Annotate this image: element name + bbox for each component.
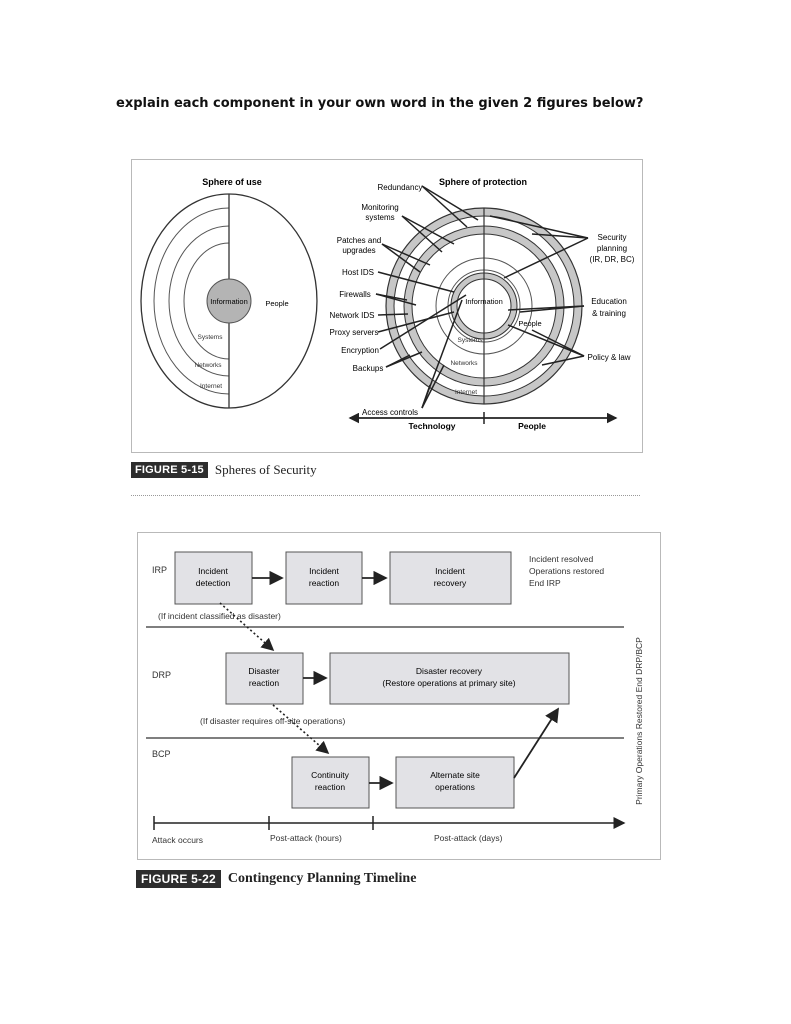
- figure-contingency-timeline: IRP DRP BCP Incident detection Incident …: [137, 532, 661, 860]
- security-planning-label-1: Security: [598, 233, 627, 242]
- if-disaster-note: (If incident classified as disaster): [158, 611, 281, 621]
- disaster-reaction-label-2: reaction: [249, 678, 280, 688]
- security-planning-label-2: planning: [597, 244, 627, 253]
- disaster-recovery-label-1: Disaster recovery: [416, 666, 483, 676]
- policy-law-label: Policy & law: [587, 353, 630, 362]
- post-attack-days-label: Post-attack (days): [434, 833, 503, 843]
- use-information-label: Information: [210, 297, 248, 306]
- figure-number: FIGURE 5-15: [131, 462, 208, 478]
- continuity-reaction-label-2: reaction: [315, 782, 346, 792]
- incident-detection-label-2: detection: [196, 578, 231, 588]
- post-attack-hours-label: Post-attack (hours): [270, 833, 342, 843]
- sphere-of-use-title: Sphere of use: [202, 177, 262, 187]
- security-planning-label-3: (IR, DR, BC): [590, 255, 635, 264]
- proxy-servers-label: Proxy servers: [330, 328, 379, 337]
- backups-label: Backups: [353, 364, 384, 373]
- figure-title: Contingency Planning Timeline: [227, 871, 417, 886]
- question-text: explain each component in your own word …: [116, 96, 644, 111]
- education-label-1: Education: [591, 297, 627, 306]
- access-controls-label: Access controls: [362, 408, 418, 417]
- dotted-divider: [131, 495, 640, 496]
- monitoring-label-1: Monitoring: [361, 203, 398, 212]
- if-offsite-note: (If disaster requires off-site operation…: [200, 716, 346, 726]
- resolved-note-2: Operations restored: [529, 566, 604, 576]
- use-networks-label: Networks: [194, 362, 222, 369]
- people-axis-label: People: [518, 421, 546, 431]
- people-connectors: [489, 215, 589, 366]
- use-people-label: People: [265, 299, 288, 308]
- host-ids-label: Host IDS: [342, 268, 374, 277]
- encryption-label: Encryption: [341, 346, 379, 355]
- incident-detection-box: [174, 551, 253, 605]
- figure-spheres-of-security: Sphere of use Information People Systems…: [131, 159, 643, 453]
- figure-number: FIGURE 5-22: [136, 870, 221, 888]
- incident-reaction-label-2: reaction: [309, 578, 340, 588]
- alternate-site-box: [395, 756, 515, 809]
- alternate-site-label-1: Alternate site: [430, 770, 480, 780]
- disaster-reaction-box: [225, 652, 304, 705]
- sphere-of-use-right-edge: [228, 193, 318, 409]
- prot-internet-label: Internet: [455, 389, 477, 396]
- incident-reaction-label-1: Incident: [309, 566, 339, 576]
- lane-bcp-label: BCP: [152, 749, 171, 759]
- sphere-of-protection-title: Sphere of protection: [439, 177, 527, 187]
- education-label-2: & training: [592, 309, 626, 318]
- resolved-note-1: Incident resolved: [529, 554, 594, 564]
- figure-title: Spheres of Security: [214, 462, 317, 477]
- firewalls-label: Firewalls: [339, 290, 371, 299]
- spheres-diagram: Sphere of use Information People Systems…: [140, 177, 635, 431]
- disaster-reaction-label-1: Disaster: [248, 666, 279, 676]
- incident-recovery-label-1: Incident: [435, 566, 465, 576]
- figure-5-15-caption: FIGURE 5-15 Spheres of Security: [131, 462, 317, 478]
- figure-5-22-caption: FIGURE 5-22 Contingency Planning Timelin…: [136, 870, 416, 888]
- continuity-reaction-label-1: Continuity: [311, 770, 350, 780]
- monitoring-label-2: systems: [365, 213, 394, 222]
- use-systems-label: Systems: [198, 334, 224, 341]
- incident-recovery-label-2: recovery: [434, 578, 467, 588]
- network-ids-label: Network IDS: [330, 311, 375, 320]
- technology-axis-label: Technology: [408, 421, 455, 431]
- disaster-recovery-box: [329, 652, 570, 705]
- lane-irp-label: IRP: [152, 565, 167, 575]
- continuity-reaction-box: [291, 756, 370, 809]
- incident-recovery-box: [389, 551, 512, 605]
- patches-label-2: upgrades: [342, 246, 375, 255]
- attack-occurs-label: Attack occurs: [152, 835, 203, 845]
- lane-drp-label: DRP: [152, 670, 171, 680]
- arrow-alternate-to-recovery: [513, 707, 559, 779]
- patches-label-1: Patches and: [337, 236, 381, 245]
- prot-people-label: People: [518, 319, 541, 328]
- technology-connectors: [375, 185, 479, 409]
- dotted-arrow-to-drp: [219, 602, 275, 652]
- primary-operations-restored-label: Primary Operations Restored End DRP/BCP: [634, 637, 644, 805]
- incident-detection-label-1: Incident: [198, 566, 228, 576]
- resolved-note-3: End IRP: [529, 578, 561, 588]
- information-core: [206, 278, 252, 324]
- prot-systems-label: Systems: [458, 337, 484, 344]
- redundancy-label: Redundancy: [378, 183, 423, 192]
- incident-reaction-box: [285, 551, 363, 605]
- prot-networks-label: Networks: [450, 360, 478, 367]
- use-internet-label: Internet: [200, 383, 222, 390]
- prot-information-label: Information: [465, 297, 503, 306]
- disaster-recovery-label-2: (Restore operations at primary site): [382, 678, 515, 688]
- timeline-diagram: IRP DRP BCP Incident detection Incident …: [146, 551, 644, 845]
- alternate-site-label-2: operations: [435, 782, 475, 792]
- dotted-arrow-to-bcp: [272, 704, 330, 755]
